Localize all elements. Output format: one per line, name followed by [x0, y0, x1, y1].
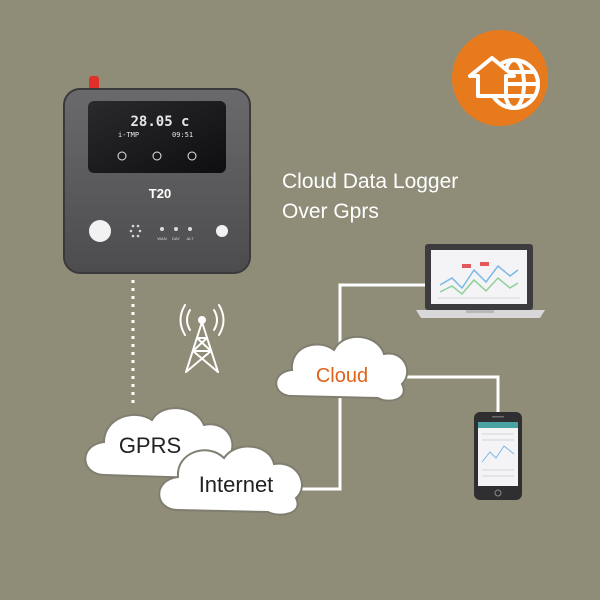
- display-label: i-TMP: [118, 131, 139, 139]
- led-2: [174, 227, 178, 231]
- display-value: 28.05 c: [130, 114, 189, 130]
- power-button[interactable]: [89, 220, 111, 242]
- led-label-1: WAN: [157, 236, 166, 241]
- display-time: 09:51: [172, 131, 193, 139]
- cloud-label-cloud: Cloud: [316, 365, 368, 387]
- cloud-label-gprs: GPRS: [119, 433, 181, 458]
- smartphone-icon: [474, 412, 522, 500]
- cloud-to-phone-link: [400, 375, 500, 412]
- cell-tower-icon: [179, 304, 225, 373]
- laptop-icon: [416, 244, 545, 318]
- led-1: [160, 227, 164, 231]
- cloud-to-laptop-link: [338, 283, 425, 345]
- screen-button-middle-icon[interactable]: [152, 151, 162, 161]
- status-button[interactable]: [216, 225, 228, 237]
- diagram-title-line-1: Cloud Data Logger: [282, 170, 459, 193]
- led-label-2: DAY: [172, 236, 180, 241]
- led-3: [188, 227, 192, 231]
- screen-button-left-icon[interactable]: [117, 151, 127, 161]
- home-globe-icon: [452, 30, 548, 126]
- device-model: T20: [149, 186, 171, 201]
- internet-to-cloud-link: [300, 395, 342, 491]
- cloud-label-internet: Internet: [199, 472, 274, 497]
- t20-data-logger: 28.05 c i-TMP 09:51 T20 WAN DAY ALT: [63, 76, 251, 274]
- speaker-grille-icon: [129, 224, 142, 238]
- device-screen: [88, 101, 226, 173]
- connection-lines: [131, 280, 500, 491]
- screen-button-right-icon[interactable]: [187, 151, 197, 161]
- cloud-cloud: [275, 335, 409, 402]
- cloud-internet: [158, 445, 303, 516]
- diagram-title-line-2: Over Gprs: [282, 200, 379, 223]
- led-label-3: ALT: [186, 236, 194, 241]
